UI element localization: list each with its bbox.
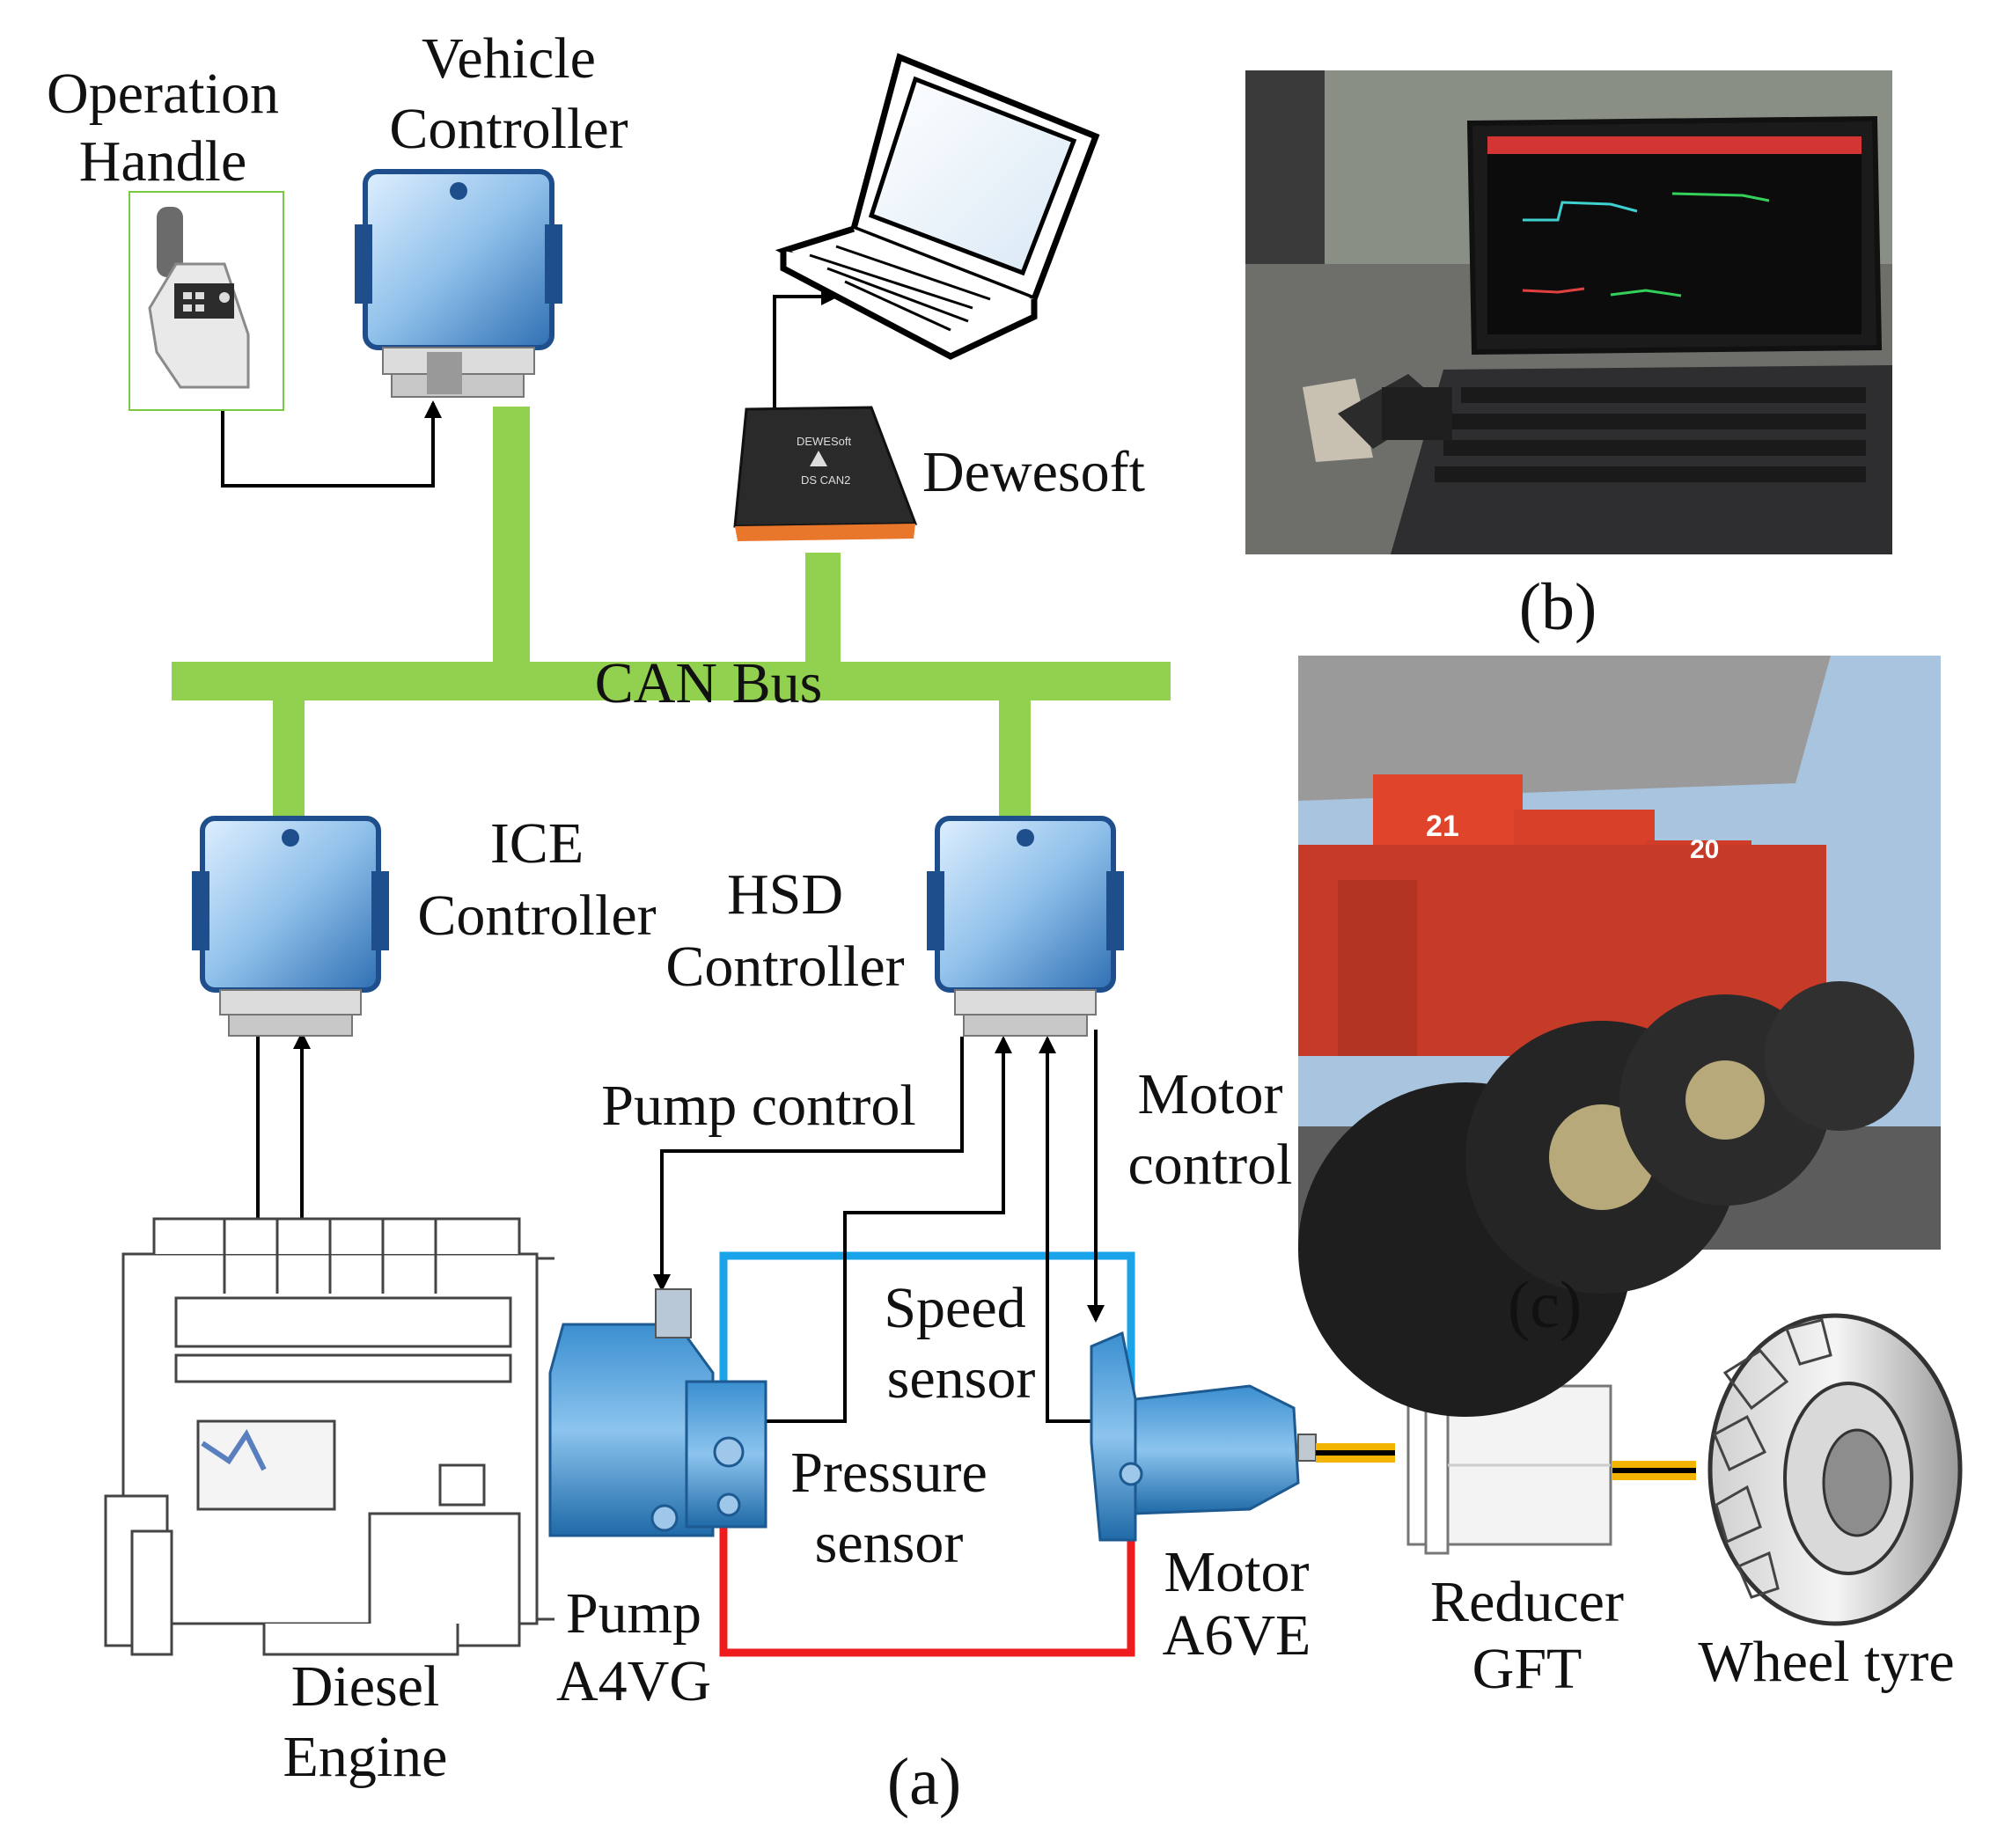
- operation-handle-label-line2: Handle: [79, 129, 247, 194]
- hsd-controller-label-line2: Controller: [665, 935, 904, 999]
- caption-b: (b): [1519, 570, 1597, 644]
- handle-lever: [157, 207, 183, 277]
- speed-sensor-line: [1039, 1036, 1105, 1423]
- can-bus: [172, 407, 1171, 818]
- pump-control-line: [653, 1037, 964, 1292]
- motor-label-line2: A6VE: [1163, 1603, 1311, 1668]
- caption-c: (c): [1508, 1268, 1582, 1342]
- diesel-engine-label-line2: Engine: [283, 1725, 448, 1789]
- laptop-icon: [775, 53, 1100, 360]
- hydraulic-low-pressure-line: [719, 1251, 1135, 1421]
- vehicle-number-20: 20: [1690, 835, 1719, 864]
- pump-label-line2: A4VG: [556, 1649, 711, 1713]
- motor-control-label-line1: Motor: [1138, 1062, 1283, 1126]
- ice-controller-label-line1: ICE: [490, 811, 584, 876]
- shaft-reducer-to-wheel: [1612, 1461, 1696, 1480]
- reducer-label-line2: GFT: [1472, 1637, 1582, 1701]
- ice-controller: [192, 816, 389, 1037]
- pressure-sensor-line: [738, 1036, 1012, 1423]
- dewesoft-brand: DEWESoft: [797, 435, 852, 448]
- pump-control-label: Pump control: [601, 1074, 916, 1138]
- wheel-tyre-label: Wheel tyre: [1698, 1630, 1954, 1694]
- diesel-engine: [104, 1217, 554, 1656]
- handle-to-vehicle-controller-line: [221, 400, 442, 488]
- pressure-sensor-label-line2: sensor: [815, 1511, 964, 1575]
- diesel-engine-label-line1: Diesel: [291, 1654, 440, 1719]
- hsd-controller-label-line1: HSD: [727, 862, 843, 927]
- shaft-motor-to-reducer: [1316, 1443, 1395, 1463]
- can-bus-label: CAN Bus: [595, 651, 823, 715]
- caption-a: (a): [887, 1745, 961, 1819]
- motor-label-line1: Motor: [1164, 1540, 1310, 1604]
- vehicle-controller: [355, 169, 562, 398]
- vehicle-controller-label-line2: Controller: [389, 97, 628, 161]
- reducer-label-line1: Reducer: [1430, 1570, 1624, 1634]
- vehicle-number-21: 21: [1426, 810, 1459, 843]
- pressure-sensor-label-line1: Pressure: [790, 1441, 988, 1505]
- pump-a4vg: [548, 1288, 767, 1537]
- operation-handle: [129, 191, 284, 411]
- speed-sensor-label-line1: Speed: [884, 1276, 1025, 1340]
- motor-control-label-line2: control: [1128, 1133, 1293, 1197]
- hydraulic-high-pressure-line: [719, 1461, 1135, 1657]
- dewesoft-device: DEWESoft DS CAN2: [733, 406, 918, 541]
- labels: Operation Handle Vehicle Controller Dewe…: [47, 26, 1955, 1819]
- dewesoft-label: Dewesoft: [922, 440, 1145, 504]
- photo-c-vehicle: 21 20: [1298, 656, 1941, 1417]
- operation-handle-label-line1: Operation: [47, 62, 279, 126]
- photo-b-daq-setup: [1245, 70, 1892, 554]
- ice-controller-label-line2: Controller: [417, 884, 656, 948]
- motor-a6ve: [1090, 1331, 1317, 1542]
- speed-sensor-label-line2: sensor: [887, 1346, 1036, 1411]
- dewesoft-model: DS CAN2: [801, 473, 850, 487]
- hsd-controller: [927, 816, 1124, 1037]
- dewesoft-to-laptop-line: [773, 288, 839, 409]
- wheel-tyre: [1707, 1313, 1963, 1626]
- vehicle-controller-label-line1: Vehicle: [422, 26, 596, 91]
- pump-label-line1: Pump: [566, 1581, 701, 1646]
